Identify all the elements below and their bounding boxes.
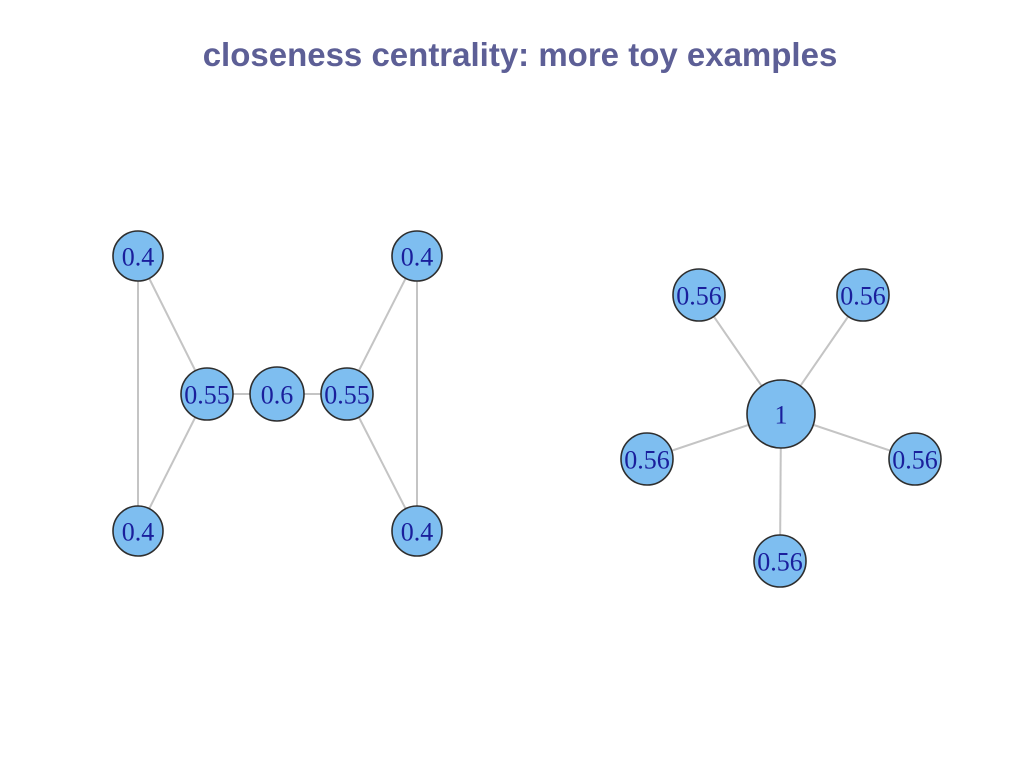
- node-label: 0.4: [122, 243, 155, 272]
- node-label: 0.55: [184, 381, 230, 410]
- node-circle: [180, 367, 234, 421]
- node-circle: [753, 534, 807, 588]
- node-label: 0.56: [840, 282, 886, 311]
- slide-title: closeness centrality: more toy examples: [202, 36, 838, 73]
- node-label: 0.56: [892, 446, 938, 475]
- node-bowtie-c: 0.55: [180, 367, 234, 421]
- node-star-s2: 0.56: [836, 268, 890, 322]
- node-circle: [391, 230, 443, 282]
- node-circle: [672, 268, 726, 322]
- node-star-s4: 0.56: [888, 432, 942, 486]
- node-circle: [112, 505, 164, 557]
- node-circle: [746, 379, 816, 449]
- node-circle: [320, 367, 374, 421]
- node-bowtie-d: 0.6: [249, 366, 305, 422]
- node-circle: [620, 432, 674, 486]
- node-circle: [888, 432, 942, 486]
- nodes-layer: 0.4 0.4 0.55 0.6 0.55 0.4 0.4 1 0.56 0.56 0.56 0.56…: [112, 230, 942, 588]
- node-label: 0.55: [324, 381, 370, 410]
- node-label: 1: [775, 401, 788, 430]
- node-label: 0.56: [757, 548, 803, 577]
- node-star-hub: 1: [746, 379, 816, 449]
- node-bowtie-b: 0.4: [112, 505, 164, 557]
- node-label: 0.4: [401, 243, 434, 272]
- node-label: 0.56: [624, 446, 670, 475]
- node-circle: [391, 505, 443, 557]
- node-star-s1: 0.56: [672, 268, 726, 322]
- node-circle: [112, 230, 164, 282]
- node-star-s5: 0.56: [753, 534, 807, 588]
- node-label: 0.56: [676, 282, 722, 311]
- node-star-s3: 0.56: [620, 432, 674, 486]
- node-label: 0.4: [401, 518, 434, 547]
- node-circle: [836, 268, 890, 322]
- node-bowtie-f: 0.4: [391, 230, 443, 282]
- node-bowtie-g: 0.4: [391, 505, 443, 557]
- node-bowtie-e: 0.55: [320, 367, 374, 421]
- node-circle: [249, 366, 305, 422]
- node-label: 0.6: [261, 381, 294, 410]
- node-label: 0.4: [122, 518, 155, 547]
- node-bowtie-a: 0.4: [112, 230, 164, 282]
